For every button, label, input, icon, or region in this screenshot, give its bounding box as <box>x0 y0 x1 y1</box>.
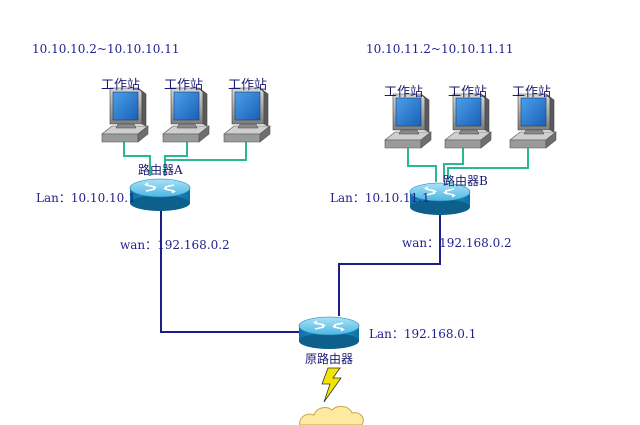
workstation-a1-icon <box>101 87 149 143</box>
workstation-a2-label: 工作站 <box>164 78 204 93</box>
internet-cloud-icon <box>299 405 364 425</box>
router-a-wan-label: wan：192.168.0.2 <box>120 238 230 252</box>
router-a-icon <box>129 178 191 212</box>
main-router-name: 原路由器 <box>305 352 354 366</box>
workstation-b1-label: 工作站 <box>384 85 424 100</box>
workstation-a3-label: 工作站 <box>228 78 268 93</box>
router-b-lan-label: Lan：10.10.11.1 <box>330 191 430 205</box>
main-router-icon <box>298 316 360 350</box>
main-router-lan-label: Lan：192.168.0.1 <box>369 327 477 341</box>
network-a-ip-range: 10.10.10.2~10.10.10.11 <box>32 42 180 56</box>
workstation-a1-label: 工作站 <box>101 78 141 93</box>
lightning-icon <box>321 367 342 403</box>
router-a-name: 路由器A <box>138 163 183 177</box>
workstation-b3-label: 工作站 <box>512 85 552 100</box>
workstation-a3-icon <box>223 87 271 143</box>
router-a-lan-label: Lan：10.10.10.1 <box>36 191 136 205</box>
workstation-b1-icon <box>384 93 432 149</box>
workstation-b2-label: 工作站 <box>448 85 488 100</box>
wan-cables <box>160 208 441 333</box>
workstation-b3-icon <box>509 93 557 149</box>
lan-cables-b <box>407 146 529 182</box>
workstation-b2-icon <box>444 93 492 149</box>
workstation-a2-icon <box>162 87 210 143</box>
router-b-wan-label: wan：192.168.0.2 <box>402 236 512 250</box>
router-b-name: 路由器B <box>443 174 488 188</box>
lan-cables-a <box>123 139 247 176</box>
network-b-ip-range: 10.10.11.2~10.10.11.11 <box>366 42 514 56</box>
